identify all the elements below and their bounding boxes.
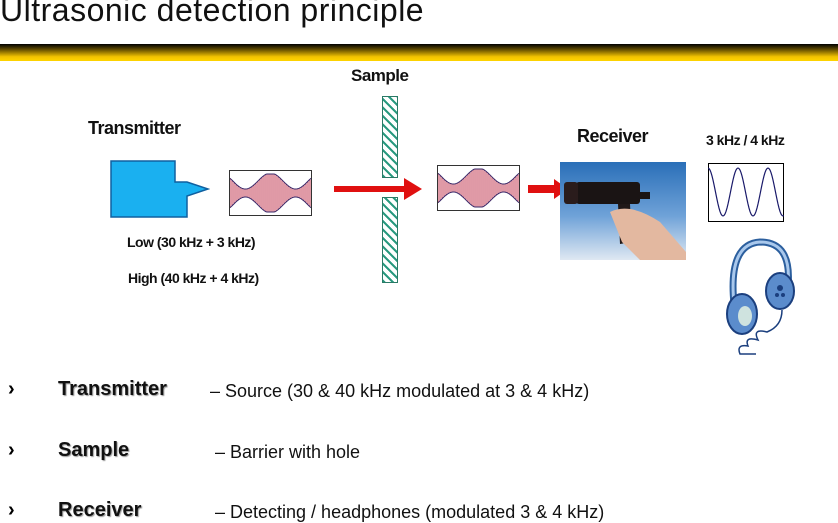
- modulated-wave-received: [437, 165, 520, 211]
- high-frequency-label: High (40 kHz + 4 kHz): [128, 270, 259, 286]
- bullet-desc-transmitter: – Source (30 & 40 kHz modulated at 3 & 4…: [210, 381, 590, 401]
- bullet-arrow-icon: ›: [8, 439, 15, 461]
- low-frequency-label: Low (30 kHz + 3 kHz): [127, 234, 256, 250]
- arrow-to-receiver-icon: [528, 179, 568, 199]
- modulated-wave-transmitted: [229, 170, 312, 216]
- envelope-line: [230, 196, 311, 213]
- demodulated-sine-chart: [708, 163, 784, 222]
- bullet-arrow-icon: ›: [8, 499, 15, 521]
- bullet-term-sample: Sample: [58, 439, 130, 461]
- bullet-term-transmitter: Transmitter: [58, 378, 167, 400]
- receiver-detector-photo: [560, 162, 686, 260]
- bullet-term-receiver: Receiver: [58, 499, 142, 521]
- slide-title: Ultrasonic detection principle: [0, 0, 425, 28]
- frequency-label: 3 kHz / 4 kHz: [706, 132, 785, 148]
- transmitter-block-icon: [110, 160, 210, 218]
- bullet-desc-sample: – Barrier with hole: [215, 442, 361, 462]
- envelope-line: [438, 191, 519, 208]
- sample-label: Sample: [351, 66, 409, 85]
- transmitter-label: Transmitter: [88, 118, 181, 138]
- headphones-icon: [726, 238, 795, 355]
- envelope-line: [230, 173, 311, 190]
- sample-barrier-bottom: [382, 197, 398, 283]
- bullet-desc-receiver: – Detecting / headphones (modulated 3 & …: [215, 502, 605, 522]
- bullet-arrow-icon: ›: [8, 378, 15, 400]
- receiver-label: Receiver: [577, 126, 649, 146]
- envelope-line: [438, 168, 519, 185]
- title-underline-bar: [0, 44, 838, 61]
- arrow-through-sample-icon: [334, 178, 422, 200]
- sample-barrier-top: [382, 96, 398, 178]
